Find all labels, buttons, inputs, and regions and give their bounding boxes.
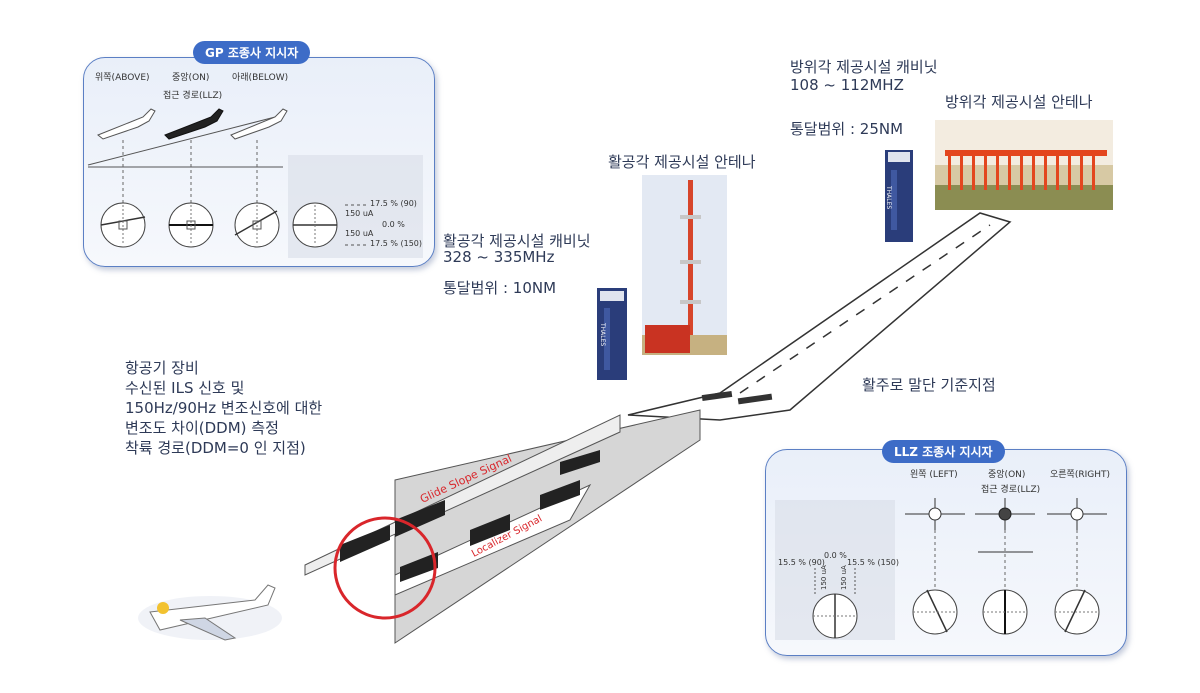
aircraft-below-icon: [230, 108, 288, 140]
gp-dial-scale: [292, 202, 368, 248]
gp-diagram: [87, 108, 423, 258]
signal-stripes: [340, 450, 600, 582]
gp-scale-ua-bottom: 150 uA: [345, 229, 374, 238]
aircraft-equipment-text: 항공기 장비 수신된 ILS 신호 및 150Hz/90Hz 변조신호에 대한 …: [125, 358, 322, 458]
llz-dial-scale: [812, 568, 858, 639]
gp-scale-mid: 0.0 %: [382, 220, 405, 229]
localizer-antenna-label: 방위각 제공시설 안테나: [945, 93, 1093, 111]
gp-panel-title: GP 조종사 지시자: [193, 41, 311, 64]
llz-scale-left: 15.5 % (90): [778, 558, 825, 567]
gp-label-path: 접근 경로(LLZ): [163, 91, 223, 101]
llz-scale-mid: 0.0 %: [824, 551, 847, 560]
gp-glide-path-line: [87, 114, 284, 166]
aircraft-text-line-5: 착륙 경로(DDM=0 인 지점): [125, 439, 306, 457]
aircraft-above-icon: [97, 108, 156, 140]
glideslope-antenna-label: 활공각 제공시설 안테나: [608, 153, 756, 171]
localizer-cabinet-title: 방위각 제공시설 캐비닛: [790, 58, 938, 76]
gp-dial-on: [168, 202, 214, 248]
localizer-cabinet-range: 통달범위 : 25NM: [790, 120, 904, 138]
llz-dial-left: [912, 589, 958, 635]
gp-label-on: 중앙(ON): [172, 73, 210, 83]
aircraft-text-line-2: 수신된 ILS 신호 및: [125, 379, 245, 397]
gp-dial-below: [234, 202, 280, 248]
glideslope-cabinet: [597, 288, 627, 380]
gp-scale-top: 17.5 % (90): [370, 199, 417, 208]
llz-label-on: 중앙(ON): [988, 470, 1026, 480]
aircraft-text-line-3: 150Hz/90Hz 변조신호에 대한: [125, 399, 323, 417]
localizer-plane-lower: [394, 483, 592, 596]
llz-panel-title: LLZ 조종사 지시자: [882, 440, 1005, 463]
llz-dial-right: [1054, 589, 1100, 635]
gp-scale-ua-top: 150 uA: [345, 209, 374, 218]
aircraft-icon: [138, 584, 282, 641]
llz-ua-left: 150 uA: [820, 565, 828, 590]
gp-scale-bottom: 17.5 % (150): [370, 239, 423, 248]
localizer-cabinet-freq: 108 ~ 112MHZ: [790, 76, 904, 94]
llz-label-path: 접근 경로(LLZ): [981, 485, 1041, 495]
runway-end-label: 활주로 말단 기준지점: [862, 376, 996, 394]
glideslope-cabinet-title: 활공각 제공시설 캐비닛: [443, 232, 591, 250]
aircraft-text-line-4: 변조도 차이(DDM) 측정: [125, 419, 279, 437]
llz-label-right: 오른쪽(RIGHT): [1050, 470, 1111, 480]
aircraft-on-icon: [164, 108, 224, 140]
touchdown-circle: [333, 516, 437, 620]
llz-aircraft-left-icon: [905, 498, 965, 530]
llz-scale-right: 15.5 % (150): [847, 558, 900, 567]
llz-diagram: [775, 498, 1107, 640]
llz-dial-on: [982, 589, 1028, 635]
glideslope-cabinet-brand: THALES: [599, 323, 606, 347]
aircraft-text-line-1: 항공기 장비: [125, 359, 199, 377]
gp-label-above: 위쪽(ABOVE): [95, 73, 150, 83]
llz-aircraft-on-icon: [975, 498, 1035, 530]
gp-label-below: 아래(BELOW): [232, 73, 289, 83]
llz-ua-right: 150 uA: [840, 565, 848, 590]
llz-label-left: 왼쪽 (LEFT): [910, 470, 958, 480]
llz-aircraft-right-icon: [1047, 498, 1107, 530]
localizer-cabinet: [885, 150, 913, 242]
gp-dial-above: [100, 202, 146, 248]
glideslope-cabinet-freq: 328 ~ 335MHz: [443, 248, 555, 266]
localizer-cabinet-brand: THALES: [885, 186, 892, 210]
glideslope-cabinet-range: 통달범위 : 10NM: [443, 279, 557, 297]
